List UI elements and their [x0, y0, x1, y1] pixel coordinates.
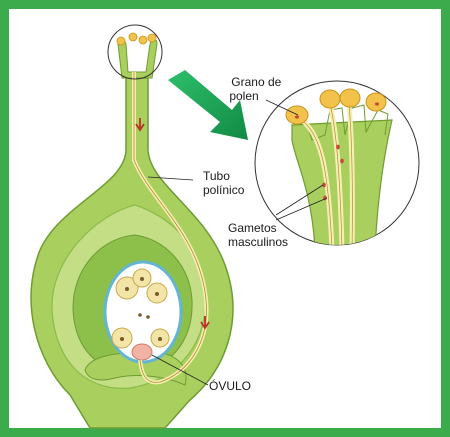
- label-male-gametes: Gametos masculinos: [228, 221, 288, 249]
- embryo-sac: [103, 260, 183, 364]
- zoom-arrow: [168, 70, 248, 140]
- stigma: [116, 32, 158, 79]
- label-ovule: ÓVULO: [209, 378, 251, 393]
- egg-cell: [131, 343, 153, 361]
- male-gametes: [295, 102, 379, 201]
- direction-arrow-style: [135, 118, 145, 132]
- label-pollen-tube: Tubo polínico: [203, 169, 245, 197]
- zoom-view: [254, 80, 420, 246]
- antipodal-cells: [111, 268, 170, 349]
- stigma-magnifier: [107, 24, 163, 80]
- pollen-grains: [285, 88, 387, 125]
- leader-lines: [147, 99, 328, 386]
- direction-arrow-ovary: [200, 316, 210, 330]
- label-pollen-grain: Grano de polen: [229, 75, 284, 103]
